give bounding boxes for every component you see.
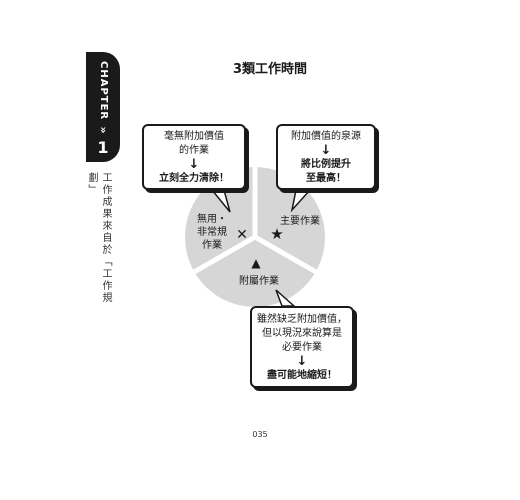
callout-useless-line1: 毫無附加價值 xyxy=(164,131,224,142)
star-icon: ★ xyxy=(270,225,284,243)
callout-auxiliary-line3: 必要作業 xyxy=(282,342,322,353)
callout-main-action-line1: 將比例提升 xyxy=(301,159,351,170)
page-number: 035 xyxy=(252,430,268,439)
down-arrow-icon: ↓ xyxy=(188,157,200,172)
callout-main-line1: 附加價值的泉源 xyxy=(291,131,361,142)
diagram-title: 3類工作時間 xyxy=(232,62,308,77)
segment-label-useless-line1: 無用・ xyxy=(197,214,227,225)
chapter-tab xyxy=(86,52,120,162)
segment-label-useless-line3: 作業 xyxy=(202,240,222,251)
down-arrow-icon: ↓ xyxy=(320,143,332,158)
segment-label-auxiliary: 附屬作業 xyxy=(239,276,279,287)
chapter-caption: 工作成果來自於「工作規劃」 xyxy=(86,172,111,304)
chapter-number: 1 xyxy=(97,138,109,157)
callout-useless: 毫無附加價值 的作業 ↓ 立刻全力清除！ xyxy=(142,124,246,190)
cross-icon: ✕ xyxy=(236,227,248,243)
pie-divider-right xyxy=(253,234,318,275)
segment-label-useless-line2: 非常規 xyxy=(197,227,227,238)
callout-auxiliary-line1: 雖然缺乏附加價值， xyxy=(257,314,347,325)
callout-main: 附加價值的泉源 ↓ 將比例提升 至最高！ xyxy=(276,124,376,190)
callout-main-action-line2: 至最高！ xyxy=(306,173,346,184)
triangle-icon: ▲ xyxy=(251,256,261,270)
down-arrow-icon: ↓ xyxy=(296,354,308,369)
pie-divider-left xyxy=(192,234,257,275)
chapter-word: CHAPTER xyxy=(98,61,109,121)
callout-useless-action: 立刻全力清除！ xyxy=(159,173,229,184)
callout-auxiliary-line2: 但以現況來說算是 xyxy=(262,328,342,339)
segment-label-useless: 無用・ 非常規 作業 xyxy=(190,213,234,252)
callout-auxiliary: 雖然缺乏附加價值， 但以現況來說算是 必要作業 ↓ 盡可能地縮短！ xyxy=(250,306,354,388)
callout-pointer-useless xyxy=(210,189,231,213)
segment-label-main: 主要作業 xyxy=(280,216,320,227)
callout-auxiliary-action: 盡可能地縮短！ xyxy=(267,370,337,381)
callout-pointer-main xyxy=(290,189,312,213)
callout-useless-line2: 的作業 xyxy=(179,145,209,156)
